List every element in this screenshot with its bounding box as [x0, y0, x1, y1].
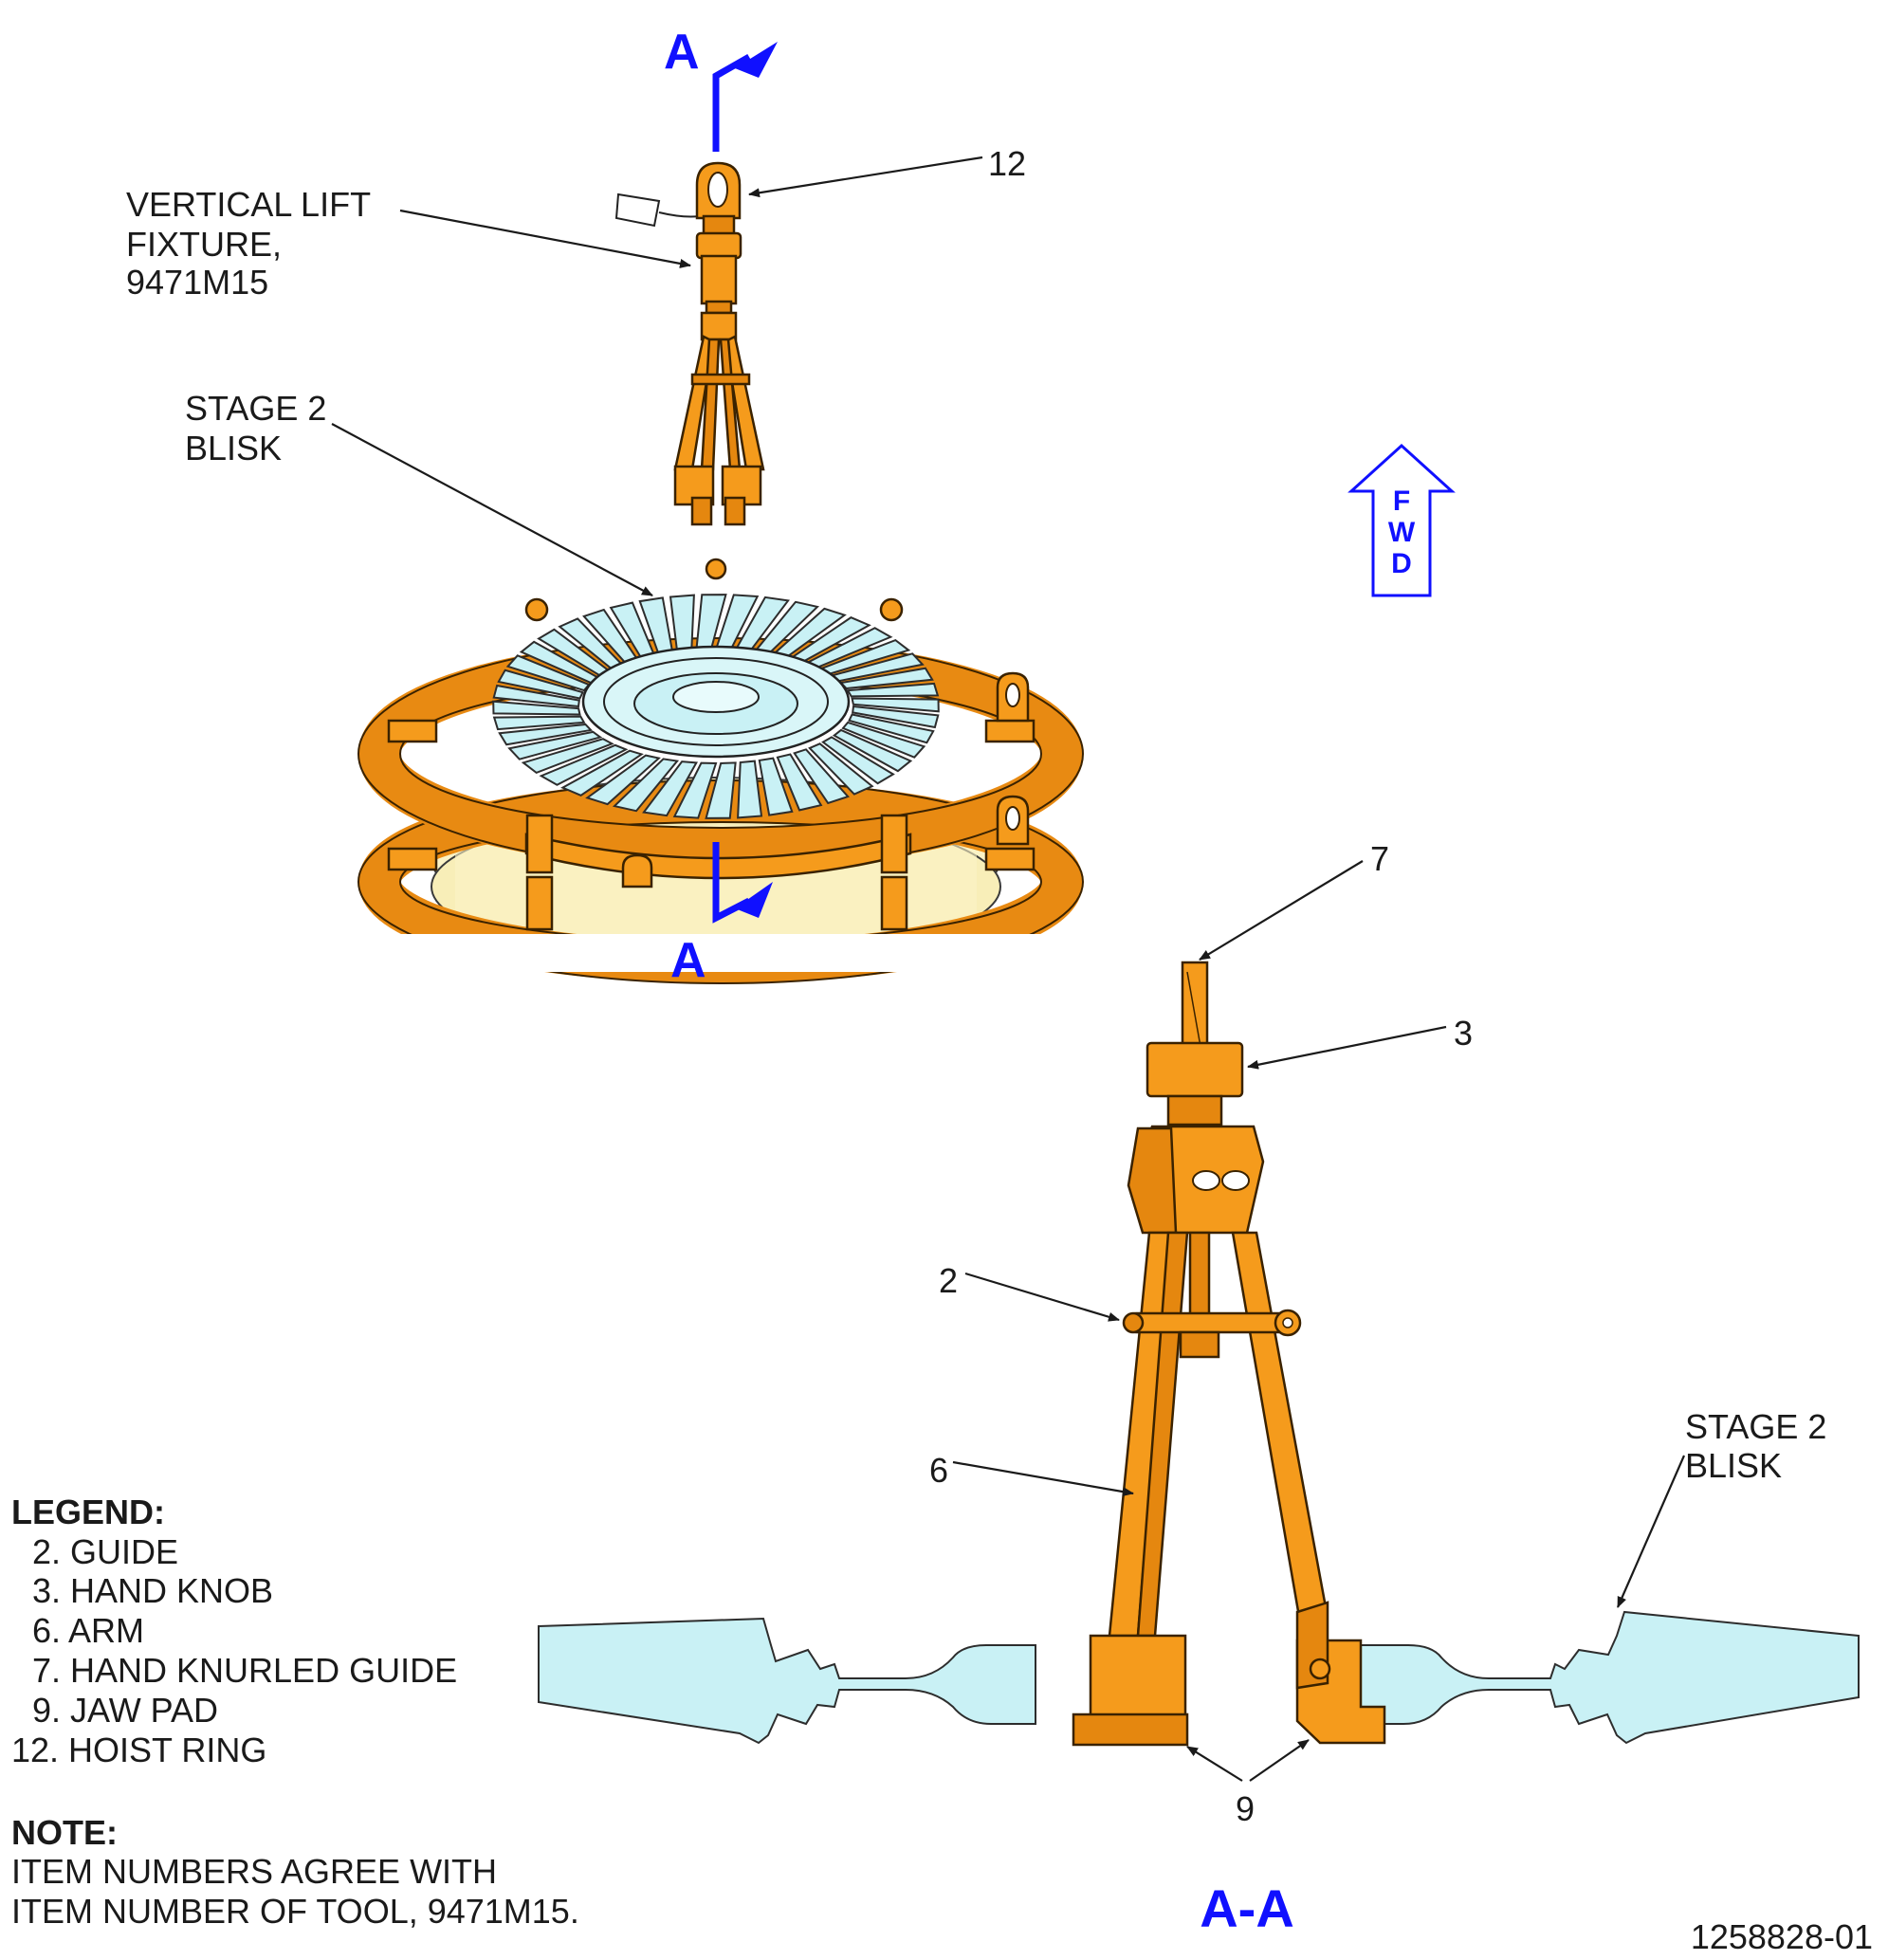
svg-text:7: 7	[1370, 839, 1389, 878]
blisk-blade	[841, 721, 926, 759]
note-line: ITEM NUMBER OF TOOL, 9471M15.	[11, 1892, 579, 1931]
blisk-right-line-2: BLISK	[1685, 1446, 1782, 1485]
blisk-fixture-assembly	[357, 558, 1084, 984]
svg-text:3: 3	[1454, 1014, 1473, 1053]
section-cut-bottom: A	[670, 842, 773, 988]
legend-item: 9. JAW PAD	[32, 1691, 218, 1730]
blisk-blade	[492, 715, 586, 731]
blisk-blade	[497, 669, 584, 700]
vlf-line-1: VERTICAL LIFT	[126, 185, 371, 224]
callout-arm: 6	[929, 1451, 1134, 1497]
section-view-a-a	[538, 961, 1860, 1747]
blisk-blade	[793, 748, 850, 805]
svg-text:2: 2	[939, 1261, 958, 1300]
svg-text:9: 9	[1236, 1789, 1255, 1828]
label-stage2-blisk-right: STAGE 2 BLISK	[1616, 1407, 1826, 1608]
note: NOTE: ITEM NUMBERS AGREE WITH ITEM NUMBE…	[11, 1813, 579, 1931]
callout-guide: 2	[939, 1261, 1120, 1322]
fwd-letter-w: W	[1388, 517, 1416, 548]
stage2-blisk-blades	[492, 594, 940, 819]
section-view-title: A-A	[1200, 1878, 1294, 1938]
legend-item: 2. GUIDE	[32, 1532, 178, 1571]
legend-item: 6. ARM	[32, 1611, 144, 1650]
blisk-blade	[507, 730, 603, 760]
callout-hand-knob: 3	[1247, 1014, 1473, 1070]
blisk-blade	[492, 684, 580, 708]
callout-hoist-ring: 12	[748, 144, 1026, 198]
legend-item: 3. HAND KNOB	[32, 1571, 273, 1610]
fwd-arrow-icon: F W D	[1347, 443, 1456, 597]
blisk-blade	[851, 697, 940, 713]
blisk-blade	[832, 728, 913, 773]
section-cut-top: A	[664, 25, 778, 152]
blisk-blade	[642, 760, 698, 817]
label-vertical-lift-fixture: VERTICAL LIFT FIXTURE, 9471M15	[126, 185, 691, 302]
callout-jaw-pad: 9	[1186, 1739, 1310, 1828]
blisk-blade	[560, 749, 644, 797]
vertical-lift-fixture-drawing	[614, 161, 765, 526]
figure-id: 1258828-01	[1691, 1917, 1873, 1956]
legend-item: 12. HOIST RING	[11, 1731, 266, 1769]
vlf-line-3: 9471M15	[126, 263, 268, 302]
ring-clamps	[387, 558, 1036, 931]
blisk-top-line-2: BLISK	[185, 429, 282, 467]
note-title: NOTE:	[11, 1813, 118, 1852]
blisk-top-line-1: STAGE 2	[185, 389, 326, 428]
blisk-blade	[808, 742, 874, 796]
label-stage2-blisk-top: STAGE 2 BLISK	[185, 389, 653, 596]
svg-text:6: 6	[929, 1451, 948, 1490]
blisk-section-right	[1360, 1610, 1860, 1745]
legend: LEGEND: 2. GUIDE 3. HAND KNOB 6. ARM 7. …	[11, 1493, 457, 1769]
blisk-blade	[498, 723, 594, 746]
fwd-letter-d: D	[1391, 548, 1412, 579]
blisk-blade	[672, 761, 718, 819]
blisk-blade	[852, 705, 940, 729]
callout-hand-knurled-guide: 7	[1199, 839, 1389, 961]
blisk-blade	[705, 761, 737, 819]
blisk-blade	[776, 753, 823, 812]
vlf-line-2: FIXTURE,	[126, 225, 282, 264]
legend-title: LEGEND:	[11, 1493, 165, 1531]
blisk-right-line-1: STAGE 2	[1685, 1407, 1826, 1446]
blisk-blade	[521, 738, 614, 775]
blisk-blade	[585, 754, 661, 806]
blisk-blade	[821, 736, 895, 785]
section-letter-bottom: A	[670, 933, 706, 988]
legend-item: 7. HAND KNURLED GUIDE	[32, 1651, 457, 1690]
blisk-blade	[737, 760, 763, 819]
blisk-blade	[758, 757, 794, 816]
blisk-blade	[848, 713, 935, 744]
note-line: ITEM NUMBERS AGREE WITH	[11, 1852, 497, 1891]
blisk-section-left	[538, 1617, 1036, 1745]
blisk-blade	[846, 682, 940, 698]
fwd-letter-f: F	[1393, 485, 1410, 517]
section-letter-top: A	[664, 25, 700, 80]
blisk-blade	[539, 743, 629, 786]
blisk-blade	[492, 700, 581, 716]
svg-text:12: 12	[988, 144, 1026, 183]
blisk-blade	[612, 758, 680, 813]
